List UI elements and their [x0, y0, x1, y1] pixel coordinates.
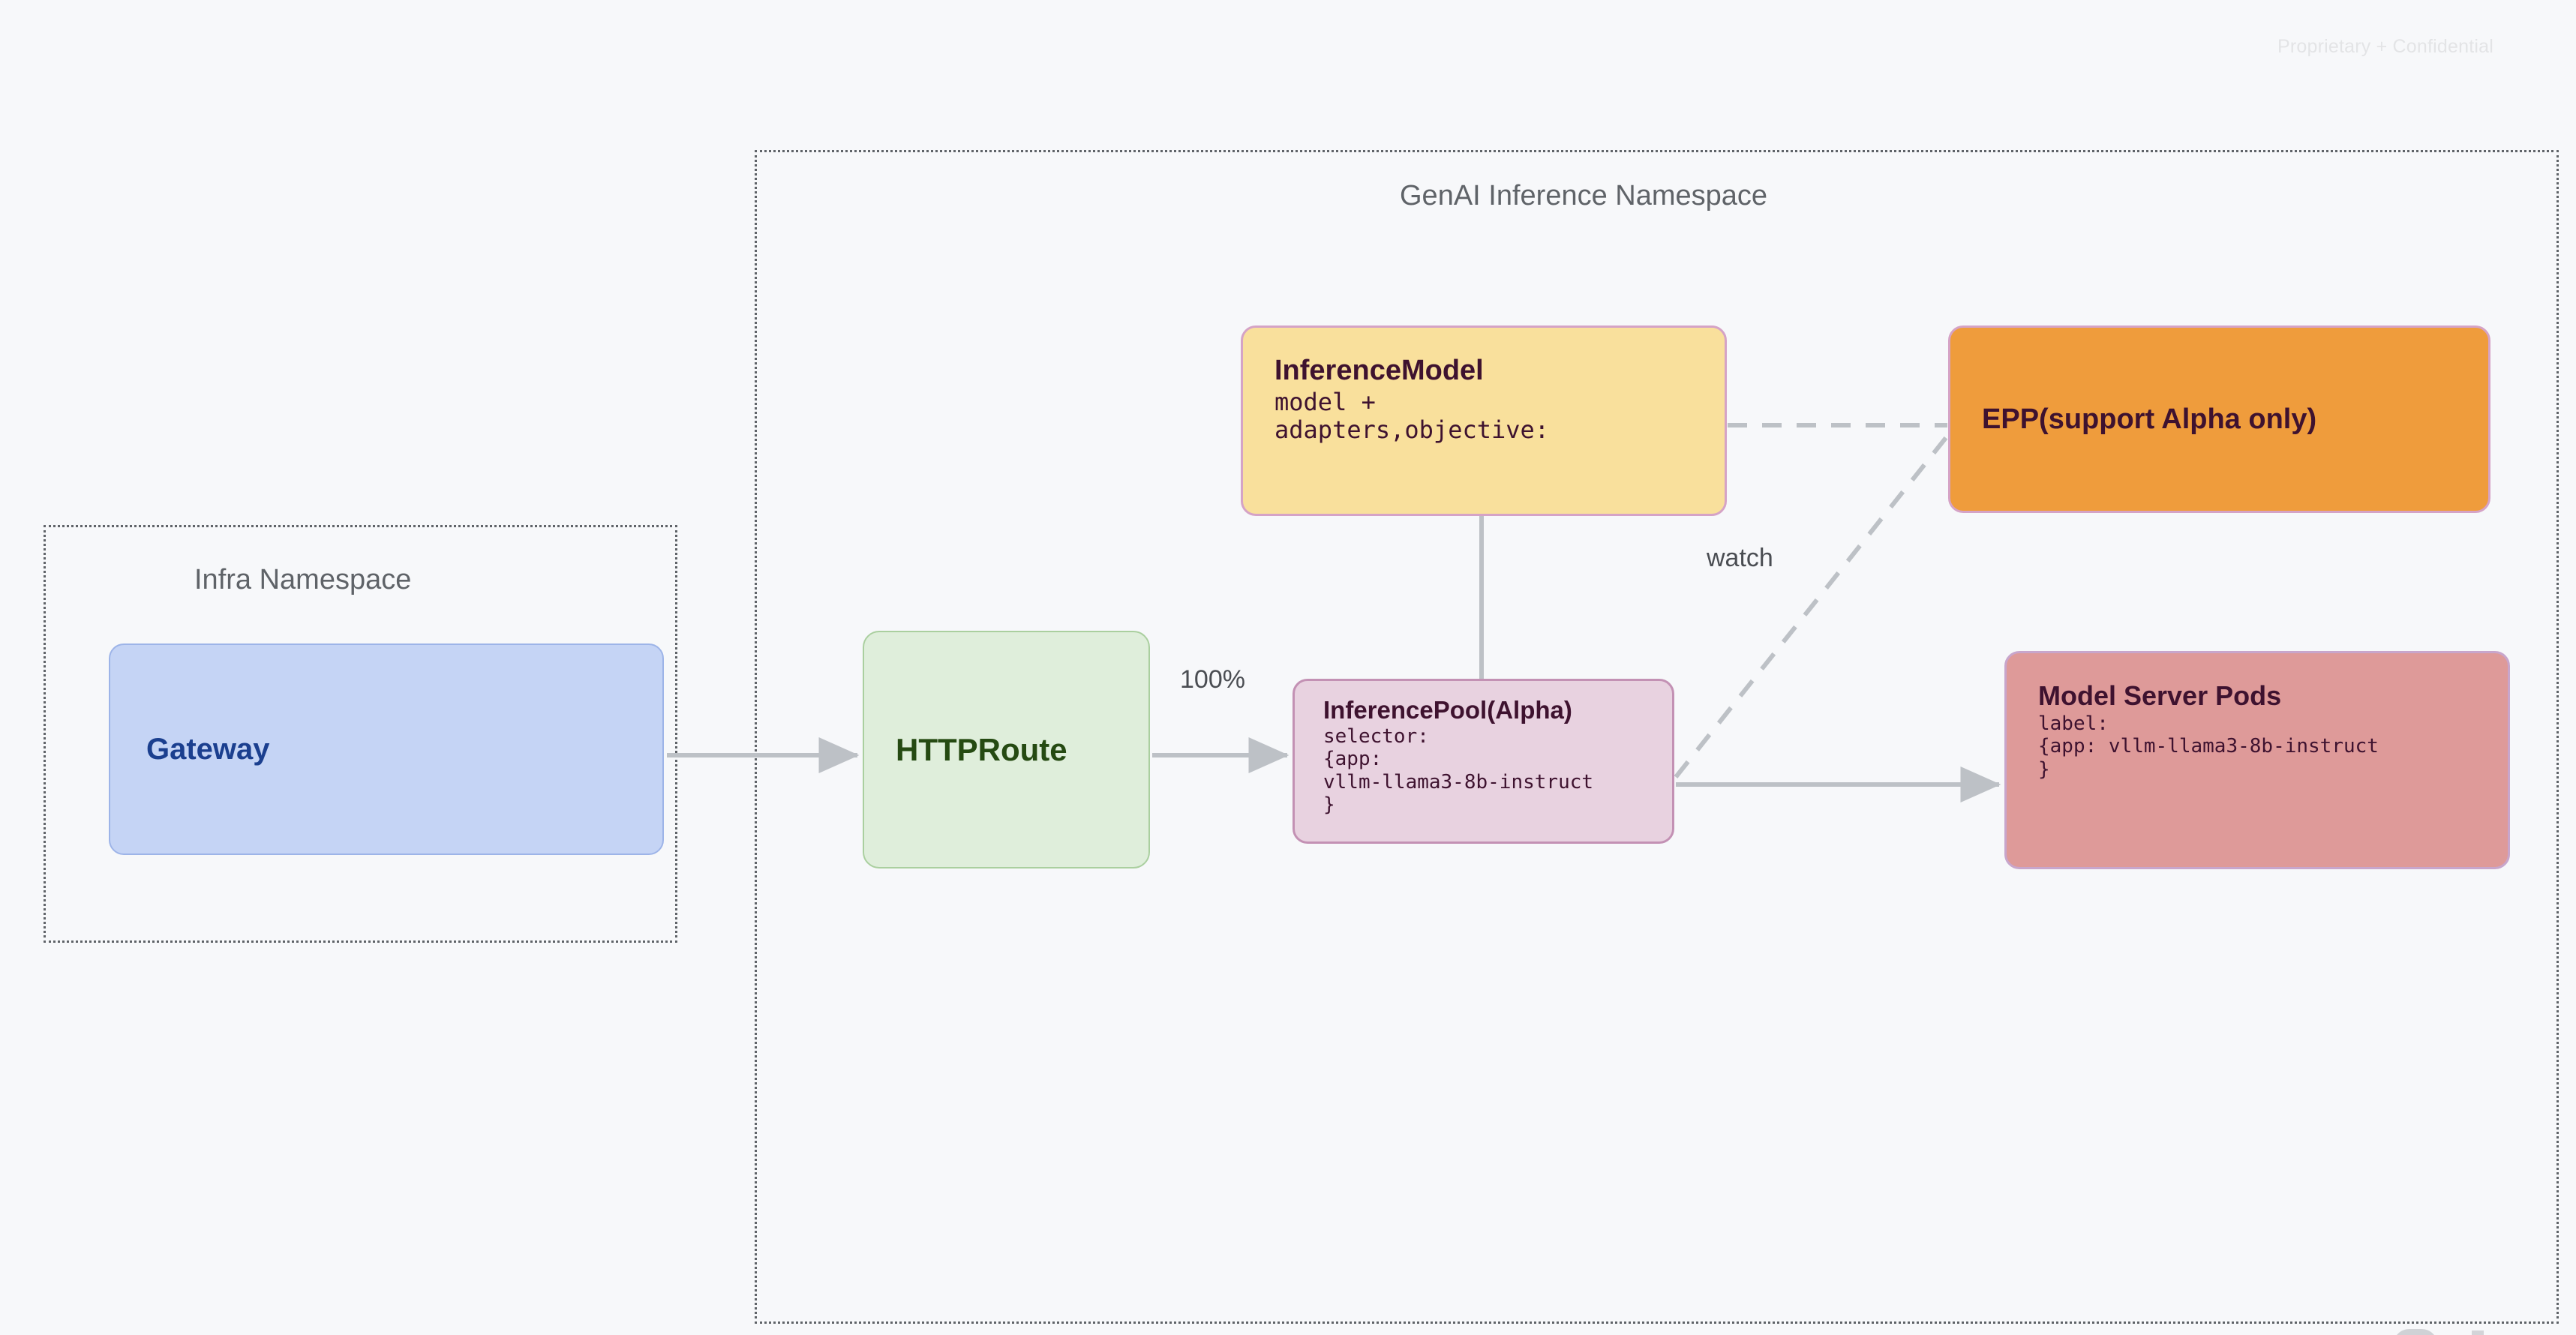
edge-label-watch: watch — [1707, 544, 1773, 572]
node-epp-title: EPP(support Alpha only) — [1982, 403, 2317, 435]
node-model-server-pods-line1: label: — [2038, 712, 2109, 735]
node-inference-pool[interactable]: InferencePool(Alpha) selector: {app: vll… — [1293, 679, 1674, 844]
node-model-server-pods[interactable]: Model Server Pods label: {app: vllm-llam… — [2004, 651, 2510, 869]
node-inference-model-title: InferenceModel — [1274, 355, 1484, 386]
page-edge-artifact-secondary — [2472, 1330, 2484, 1335]
node-inference-model-line2: adapters,objective: — [1274, 416, 1550, 445]
node-model-server-pods-line2: {app: vllm-llama3-8b-instruct — [2038, 735, 2379, 758]
node-model-server-pods-title: Model Server Pods — [2038, 680, 2282, 711]
node-model-server-pods-line3: } — [2038, 758, 2050, 781]
confidentiality-watermark: Proprietary + Confidential — [2277, 36, 2493, 57]
genai-namespace-container — [755, 150, 2559, 1324]
node-epp[interactable]: EPP(support Alpha only) — [1948, 326, 2490, 513]
node-gateway[interactable]: Gateway — [109, 644, 664, 855]
node-inference-pool-line3: vllm-llama3-8b-instruct — [1323, 770, 1594, 794]
page-edge-artifact — [2393, 1329, 2438, 1335]
node-httproute-title: HTTPRoute — [896, 731, 1067, 767]
edge-label-traffic-weight: 100% — [1180, 665, 1245, 694]
node-inference-pool-title: InferencePool(Alpha) — [1323, 696, 1572, 724]
node-httproute[interactable]: HTTPRoute — [863, 631, 1150, 868]
node-inference-pool-line4: } — [1323, 794, 1335, 817]
node-inference-model[interactable]: InferenceModel model + adapters,objectiv… — [1241, 326, 1727, 516]
node-inference-model-line1: model + — [1274, 388, 1376, 416]
node-gateway-title: Gateway — [146, 732, 270, 766]
node-inference-pool-line2: {app: — [1323, 748, 1383, 771]
genai-namespace-title: GenAI Inference Namespace — [1400, 180, 1768, 212]
infra-namespace-container — [44, 525, 677, 943]
infra-namespace-title: Infra Namespace — [194, 564, 412, 596]
node-inference-pool-line1: selector: — [1323, 725, 1429, 748]
